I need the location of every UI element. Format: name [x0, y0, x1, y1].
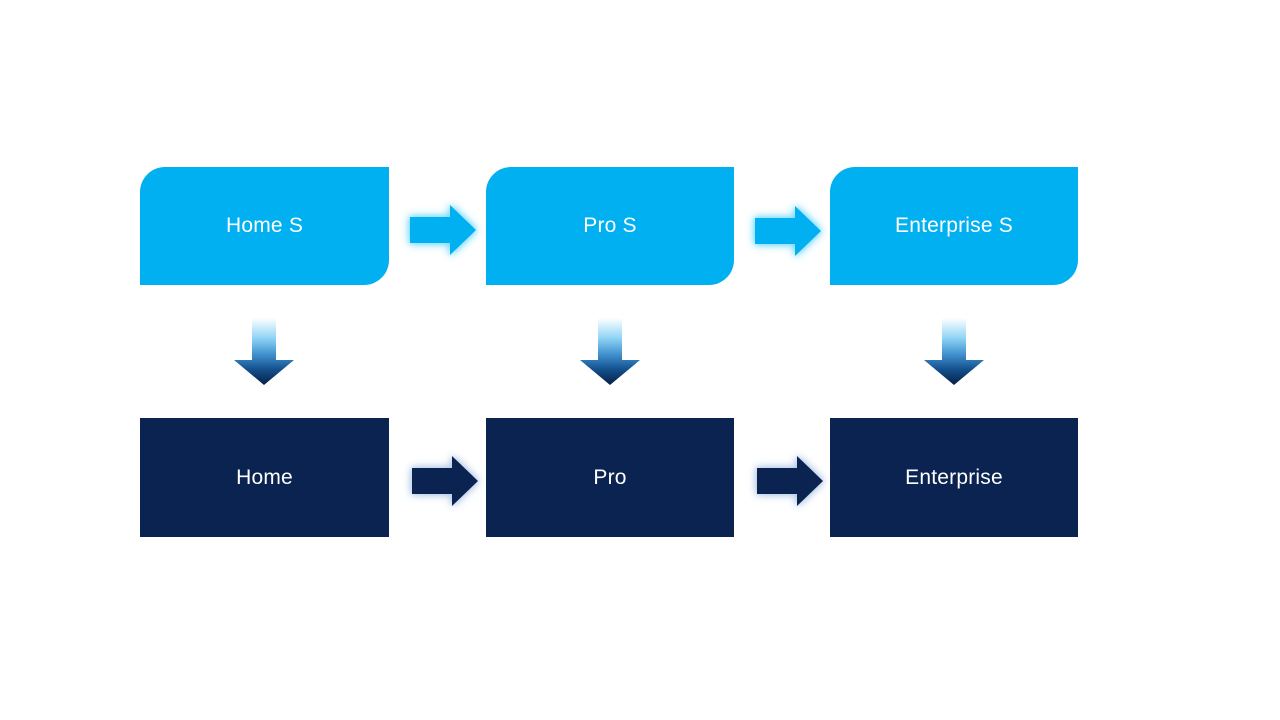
bottom-box-pro: Pro	[486, 418, 734, 537]
top-box-home-s-label: Home S	[225, 214, 304, 237]
right-arrow-icon	[410, 205, 476, 255]
bottom-box-home-label: Home	[236, 465, 293, 489]
right-arrow-icon	[412, 456, 478, 506]
bottom-box-enterprise-label: Enterprise	[905, 465, 1003, 489]
down-arrow-icon	[234, 318, 294, 385]
top-box-pro-s-label: Pro S	[583, 214, 637, 237]
bottom-box-enterprise: Enterprise	[830, 418, 1078, 537]
top-box-pro-s: Pro S	[486, 167, 734, 285]
bottom-box-home: Home	[140, 418, 389, 537]
down-arrow-icon	[924, 318, 984, 385]
right-arrow-icon	[755, 206, 821, 256]
top-box-enterprise-s: Enterprise S	[830, 167, 1078, 285]
bottom-box-pro-label: Pro	[593, 465, 627, 489]
right-arrow-icon	[757, 456, 823, 506]
top-box-enterprise-s-label: Enterprise S	[895, 214, 1013, 237]
top-box-home-s: Home S	[140, 167, 389, 285]
down-arrow-icon	[580, 318, 640, 385]
